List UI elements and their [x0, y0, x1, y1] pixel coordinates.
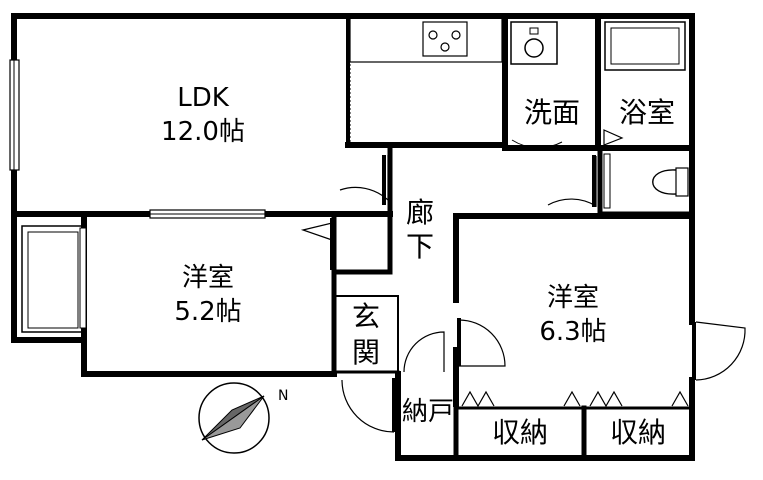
ldk-size: 12.0帖 [161, 117, 245, 147]
small-room-label: 洋室 [182, 263, 234, 293]
doors [300, 139, 746, 433]
toilet-icon [603, 153, 689, 209]
compass-north-label: N [278, 388, 288, 404]
small-room-window [149, 209, 266, 219]
stove-burner-icon [440, 42, 450, 52]
closet-1-label: 収納 [492, 416, 548, 449]
ldk-door-swing [339, 155, 389, 202]
closet-2-label: 収納 [610, 416, 666, 449]
closet-doors [461, 390, 689, 408]
labels: LDK 12.0帖 洋室 5.2帖 洋室 6.3帖 洗面 浴室 廊 下 玄 関 … [161, 83, 675, 449]
ldk-label: LDK [177, 83, 230, 113]
walls [11, 13, 695, 461]
stove-burner-icon [428, 30, 438, 40]
large-room-label: 洋室 [547, 283, 599, 313]
corridor-char-1: 廊 [406, 196, 434, 229]
wash-basin [510, 21, 558, 138]
balcony [21, 225, 87, 333]
wash-door-swing [547, 156, 597, 208]
bathtub [604, 21, 686, 71]
bathroom-label: 浴室 [619, 96, 675, 129]
kitchen [349, 17, 503, 145]
stove-burner-icon [451, 30, 461, 40]
bath-door [603, 129, 624, 146]
large-room-door-swing [458, 319, 506, 367]
ldk-window [9, 59, 20, 171]
corridor-char-2: 下 [406, 230, 434, 263]
compass-icon: N [198, 382, 288, 454]
balcony-door-swing [695, 321, 746, 381]
entrance-door-swing [341, 379, 395, 433]
large-room-size: 6.3帖 [539, 317, 606, 347]
storage-label: 納戸 [402, 397, 454, 427]
entrance-char-1: 玄 [352, 300, 380, 333]
small-room-door-swing [300, 222, 333, 241]
washroom-label: 洗面 [524, 96, 580, 129]
small-room-size: 5.2帖 [174, 297, 241, 327]
entrance-char-2: 関 [352, 336, 380, 369]
